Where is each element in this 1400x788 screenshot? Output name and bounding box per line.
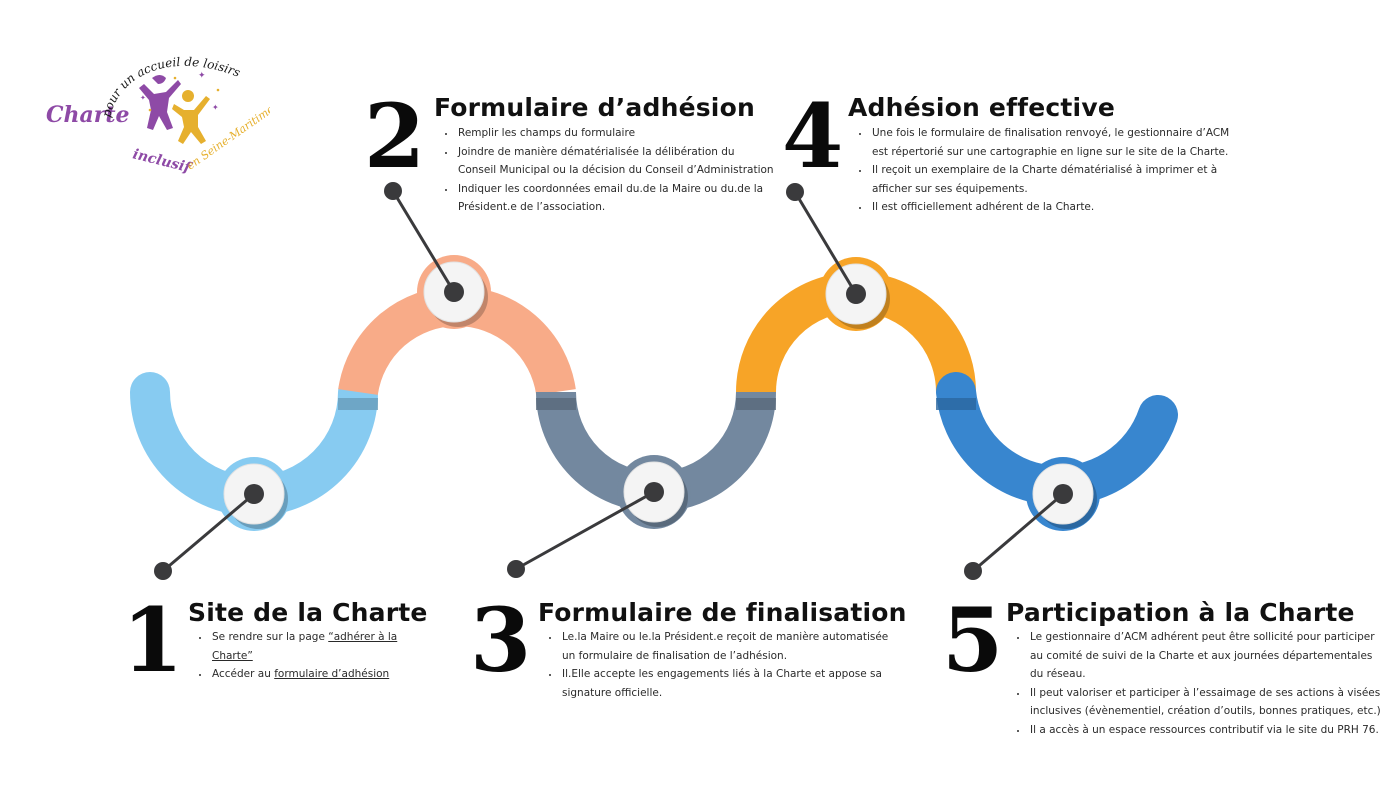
wave-joint-shadow <box>338 398 378 410</box>
charte-logo: Charte pour un accueil de loisirs ✦ ✦ ✦ … <box>46 55 270 177</box>
pin-end-dot <box>507 560 525 578</box>
step-number: 4 <box>782 84 844 188</box>
bullet-text: Indiquer les coordonnées email du.de la … <box>458 182 764 214</box>
step-bullet: Il a accès à un espace ressources contri… <box>1028 721 1388 740</box>
step-bullets: Se rendre sur la page “adhérer à la Char… <box>192 628 440 684</box>
bullet-text: Il peut valoriser et participer à l’essa… <box>1030 686 1381 718</box>
svg-text:✦: ✦ <box>212 103 219 112</box>
bullet-text: Il reçoit un exemplaire de la Charte dém… <box>872 164 1218 195</box>
pin-line <box>162 492 255 573</box>
step-title: Formulaire d’adhésion <box>434 93 755 122</box>
step-bullet: Joindre de manière dématérialisée la dél… <box>456 143 776 180</box>
step-title: Adhésion effective <box>848 93 1115 122</box>
step-title: Site de la Charte <box>188 598 428 627</box>
pin-line <box>391 190 456 293</box>
bullet-text: Le gestionnaire d’ACM adhérent peut être… <box>1030 631 1375 681</box>
bullet-text: Remplir les champs du formulaire <box>458 127 636 139</box>
pin-center-dot <box>846 284 866 304</box>
step-node-5 <box>964 457 1100 580</box>
step-bullets: Remplir les champs du formulaireJoindre … <box>438 124 776 217</box>
wave-joint <box>338 398 378 410</box>
logo-word-charte: Charte <box>46 102 130 128</box>
bullet-text: Il.Elle accepte les engagements liés à l… <box>562 668 882 699</box>
step-node-2 <box>384 182 491 329</box>
step-title: Participation à la Charte <box>1006 598 1355 627</box>
step-number: 3 <box>470 588 532 692</box>
step-node-1 <box>154 457 291 580</box>
pin-end-dot <box>786 183 804 201</box>
bullet-text: Il a accès à un espace ressources contri… <box>1030 723 1379 736</box>
step-number: 2 <box>364 84 426 188</box>
step-number: 5 <box>942 588 1004 692</box>
pin-line <box>793 191 858 295</box>
wave-joint-shadow <box>736 398 776 410</box>
step-node-3 <box>507 455 691 578</box>
step-bullets: Le.la Maire ou le.la Président.e reçoit … <box>542 628 895 702</box>
wave-joint-shadow <box>936 398 976 410</box>
step-bullets: Le gestionnaire d’ACM adhérent peut être… <box>1010 628 1388 740</box>
wave-joint-shadow <box>536 398 576 410</box>
svg-text:✦: ✦ <box>198 71 206 81</box>
bullet-text: Il est officiellement adhérent de la Cha… <box>872 201 1095 214</box>
step-bullet: Indiquer les coordonnées email du.de la … <box>456 180 776 217</box>
pin-center-dot <box>1053 484 1073 504</box>
bullet-text: Une fois le formulaire de finalisation r… <box>872 127 1230 158</box>
step-bullet: Il est officiellement adhérent de la Cha… <box>870 198 1235 217</box>
step-bullet: Le.la Maire ou le.la Président.e reçoit … <box>560 628 895 665</box>
wave-joint <box>936 398 976 410</box>
step-link[interactable]: “adhérer à la Charte” <box>212 631 398 662</box>
pin-line <box>972 492 1064 573</box>
step-node-4 <box>786 183 893 331</box>
pin-center-dot <box>444 282 464 302</box>
bullet-text: Accéder au <box>212 668 275 681</box>
step-bullet: Il.Elle accepte les engagements liés à l… <box>560 665 895 702</box>
pin-center-dot <box>244 484 264 504</box>
step-bullet: Une fois le formulaire de finalisation r… <box>870 124 1235 161</box>
wave-joint <box>536 398 576 410</box>
step-number: 1 <box>122 588 184 692</box>
step-bullets: Une fois le formulaire de finalisation r… <box>852 124 1235 217</box>
svg-text:✦: ✦ <box>140 94 146 102</box>
step-bullet: Remplir les champs du formulaire <box>456 124 776 143</box>
step-bullet: Se rendre sur la page “adhérer à la Char… <box>210 628 440 665</box>
bullet-text: Joindre de manière dématérialisée la dél… <box>458 145 774 177</box>
pin-end-dot <box>964 562 982 580</box>
step-bullet: Il peut valoriser et participer à l’essa… <box>1028 684 1388 721</box>
bullet-text: Se rendre sur la page <box>212 631 329 643</box>
step-title: Formulaire de finalisation <box>538 598 907 627</box>
step-link[interactable]: formulaire d’adhésion <box>274 668 390 681</box>
step-bullet: Accéder au formulaire d’adhésion <box>210 665 440 684</box>
pin-end-dot <box>384 182 402 200</box>
pin-end-dot <box>154 562 172 580</box>
step-bullet: Il reçoit un exemplaire de la Charte dém… <box>870 161 1235 198</box>
step-bullet: Le gestionnaire d’ACM adhérent peut être… <box>1028 628 1388 684</box>
wave-joint <box>736 398 776 410</box>
pin-line <box>515 490 655 571</box>
pin-center-dot <box>644 482 664 502</box>
logo-figures-icon: ✦ ✦ ✦ <box>139 71 220 144</box>
bullet-text: Le.la Maire ou le.la Président.e reçoit … <box>562 631 889 662</box>
